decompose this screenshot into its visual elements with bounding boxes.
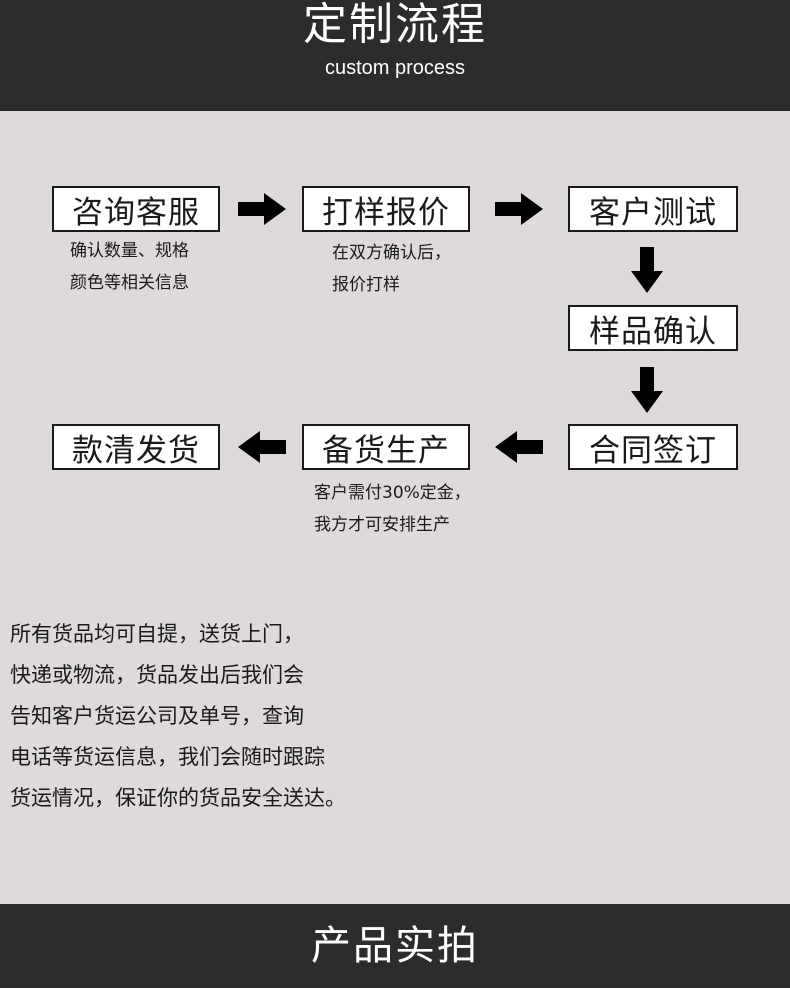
arrow-down-icon (631, 367, 663, 413)
step-quote-note-2: 报价打样 (332, 275, 400, 295)
step-ship: 款清发货 (52, 424, 220, 470)
step-production-note-1: 客户需付30%定金， (314, 483, 471, 503)
arrow-left-icon (495, 431, 543, 463)
step-contract: 合同签订 (568, 424, 738, 470)
step-quote-note-1: 在双方确认后， (332, 243, 451, 263)
page-subtitle: custom process (324, 57, 466, 79)
header-banner: 定制流程 custom process (0, 0, 790, 111)
product-photos-banner: 产品实拍 (0, 904, 790, 988)
shipping-line: 电话等货运信息，我们会随时跟踪 (10, 745, 325, 769)
process-diagram: 咨询客服 确认数量、规格 颜色等相关信息 打样报价 在双方确认后， 报价打样 客… (0, 111, 790, 904)
step-quote: 打样报价 (302, 186, 470, 232)
shipping-line: 告知客户货运公司及单号，查询 (10, 704, 304, 728)
arrow-left-icon (238, 431, 286, 463)
step-consult-note-2: 颜色等相关信息 (70, 273, 189, 293)
step-consult-note-1: 确认数量、规格 (70, 241, 189, 261)
step-production: 备货生产 (302, 424, 470, 470)
shipping-line: 快递或物流，货品发出后我们会 (10, 663, 304, 687)
arrow-right-icon (238, 193, 286, 225)
arrow-right-icon (495, 193, 543, 225)
shipping-line: 货运情况，保证你的货品安全送达。 (10, 786, 346, 810)
step-consult: 咨询客服 (52, 186, 220, 232)
page-title: 定制流程 (303, 0, 487, 50)
shipping-line: 所有货品均可自提，送货上门， (10, 622, 304, 646)
step-test: 客户测试 (568, 186, 738, 232)
bottom-strip (0, 988, 790, 1001)
arrow-down-icon (631, 247, 663, 293)
shipping-info: 所有货品均可自提，送货上门， 快递或物流，货品发出后我们会 告知客户货运公司及单… (10, 614, 750, 819)
step-sample-confirm: 样品确认 (568, 305, 738, 351)
step-production-note-2: 我方才可安排生产 (314, 515, 450, 535)
